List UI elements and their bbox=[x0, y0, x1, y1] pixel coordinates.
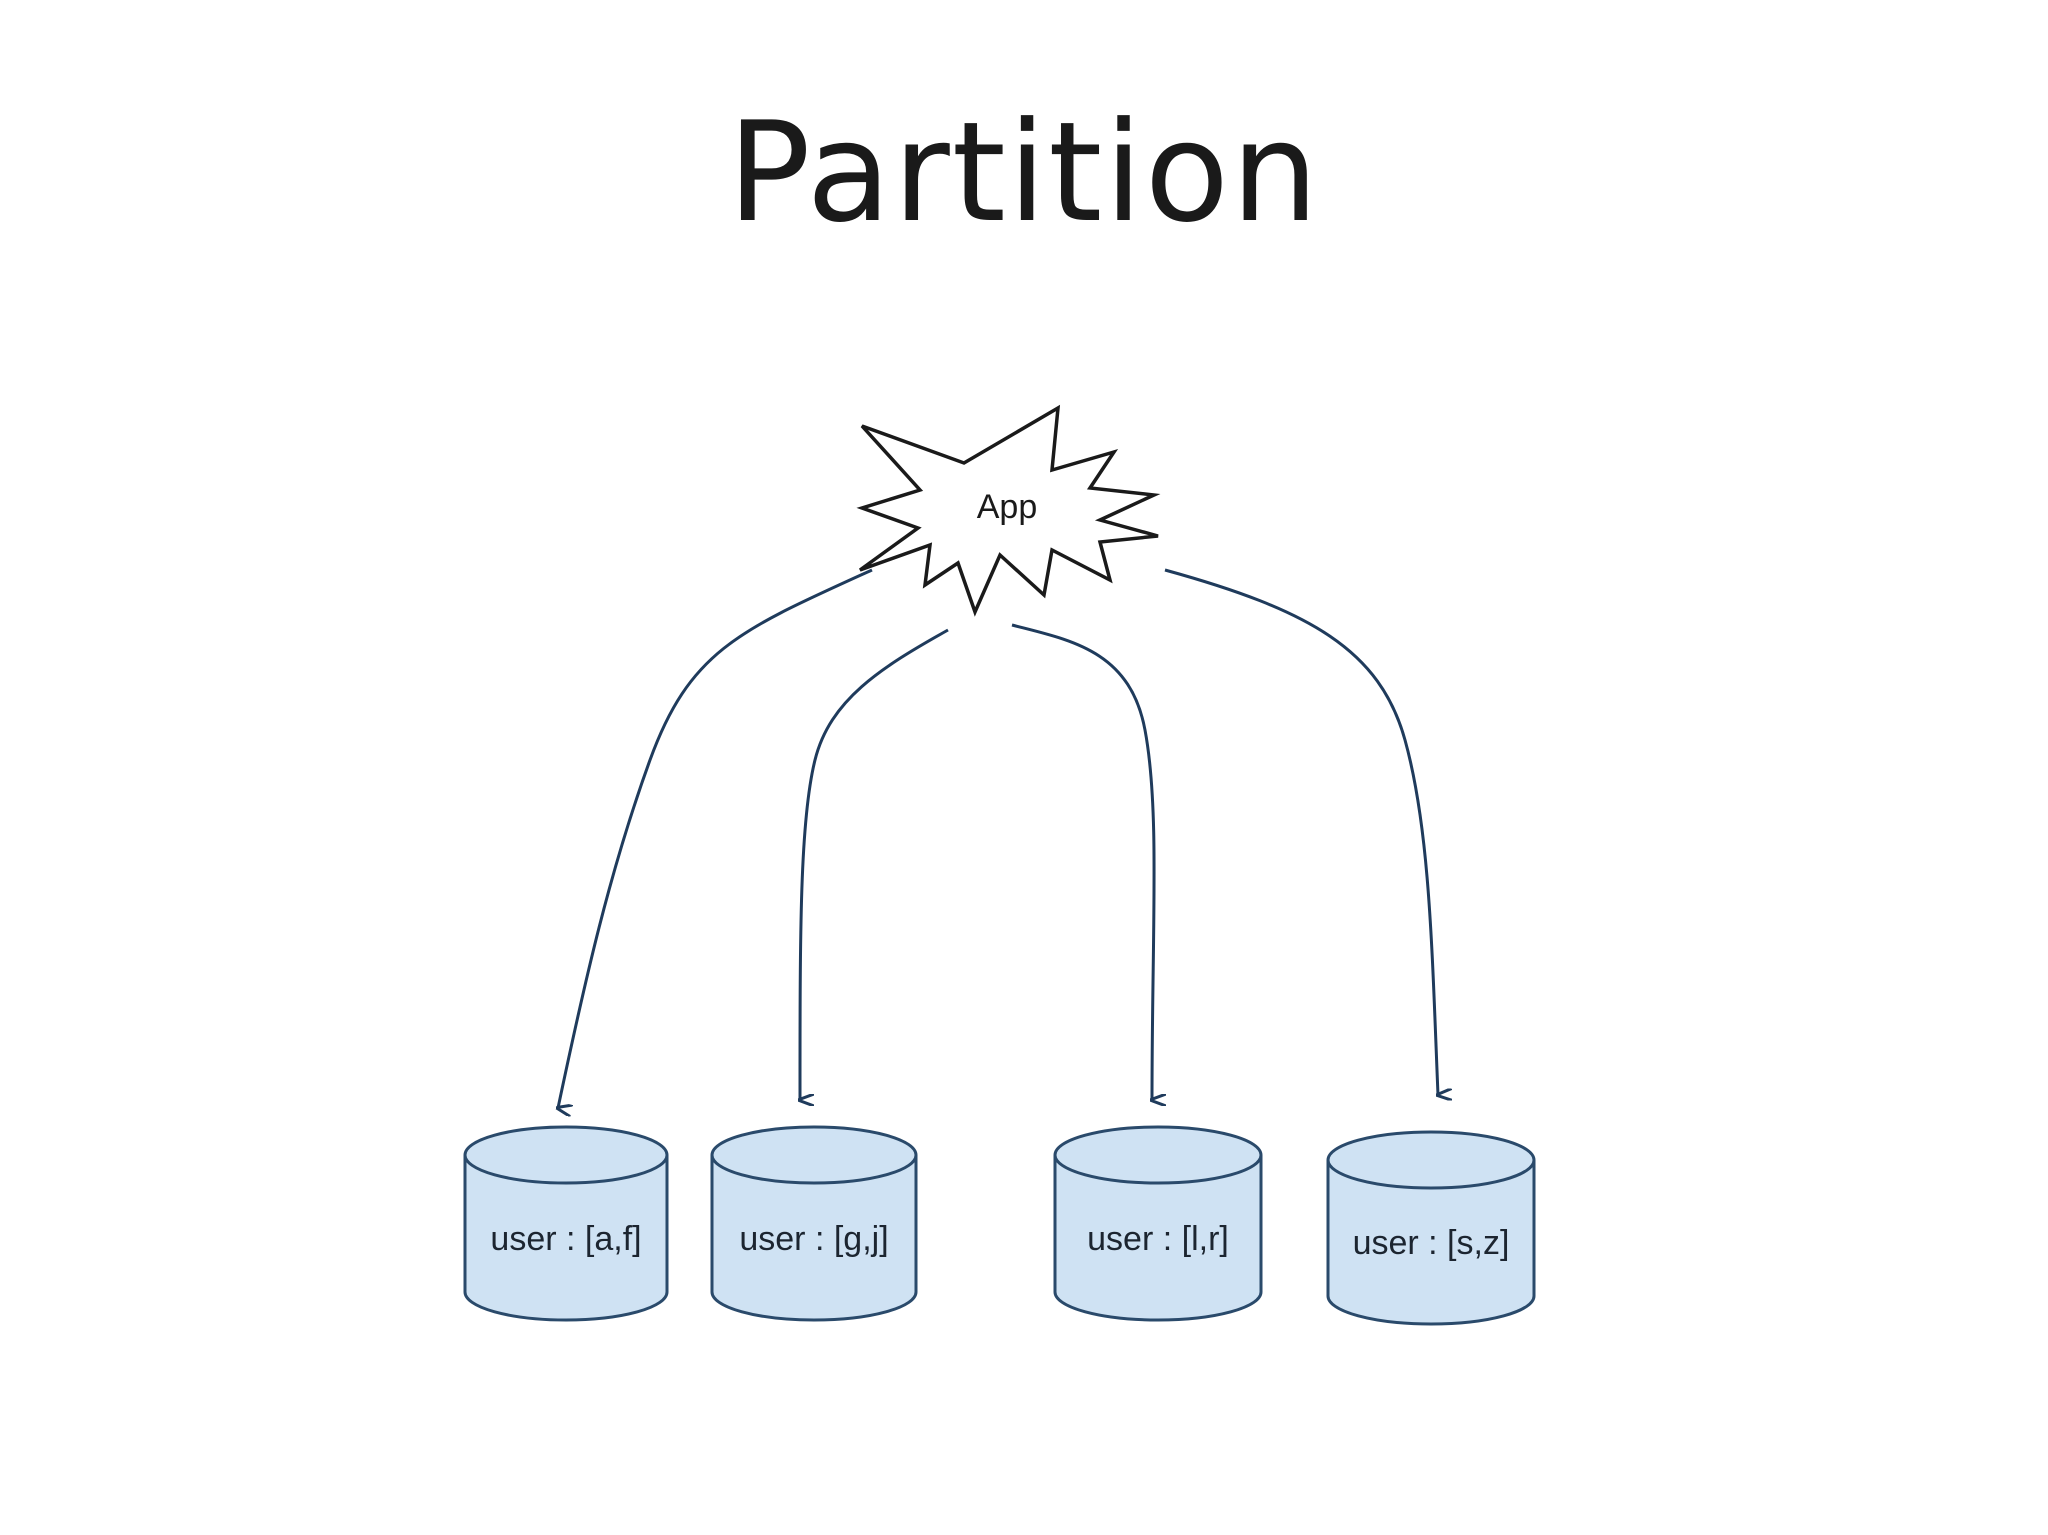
cylinder-top bbox=[1326, 1130, 1536, 1190]
cylinder-body bbox=[1053, 1155, 1263, 1322]
partition-label: user : [s,z] bbox=[1353, 1224, 1510, 1262]
partition-label: user : [l,r] bbox=[1087, 1220, 1229, 1258]
cylinder-top bbox=[463, 1125, 669, 1185]
partition-label: user : [a,f] bbox=[490, 1220, 641, 1258]
cylinder-body bbox=[710, 1155, 918, 1322]
partition-cylinder-3: user : [l,r] bbox=[1053, 1125, 1263, 1322]
app-node: App bbox=[856, 404, 1161, 617]
cylinder-top bbox=[1053, 1125, 1263, 1185]
arrow-to-partition-2 bbox=[800, 628, 949, 1100]
partition-label: user : [g,j] bbox=[739, 1220, 888, 1258]
slide-title: Partition bbox=[727, 92, 1321, 253]
arrow-to-partition-1 bbox=[558, 568, 873, 1108]
cylinder-body bbox=[463, 1155, 669, 1322]
connection-arrows bbox=[558, 568, 1438, 1108]
partition-cylinder-1: user : [a,f] bbox=[463, 1125, 669, 1322]
partition-cylinder-2: user : [g,j] bbox=[710, 1125, 918, 1322]
cylinder-body bbox=[1326, 1160, 1536, 1326]
app-starburst-shape bbox=[856, 404, 1161, 617]
cylinder-top bbox=[710, 1125, 918, 1185]
arrow-to-partition-4 bbox=[1164, 568, 1438, 1095]
arrow-to-partition-3 bbox=[1011, 623, 1154, 1100]
partition-cylinder-4: user : [s,z] bbox=[1326, 1130, 1536, 1326]
app-label: App bbox=[977, 488, 1038, 526]
